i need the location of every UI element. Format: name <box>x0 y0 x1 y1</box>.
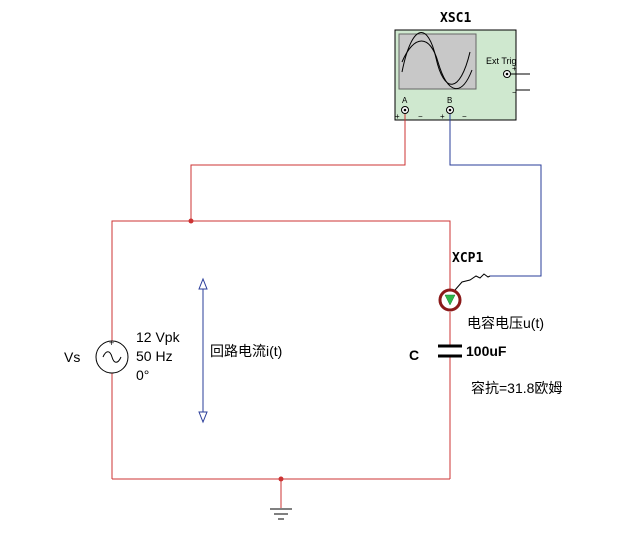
capacitor-reactance: 容抗=31.8欧姆 <box>471 380 562 396</box>
source-frequency: 50 Hz <box>136 348 173 364</box>
ext-trig-plus: + <box>512 64 517 73</box>
ac-source-vs[interactable]: + − Vs 12 Vpk 50 Hz 0° <box>64 329 181 383</box>
channel-b-label: B <box>447 96 452 105</box>
source-plus: + <box>109 338 114 348</box>
wire-scope-a[interactable] <box>190 114 406 221</box>
waveform-trace-2 <box>401 40 473 90</box>
wire-scope-b[interactable] <box>449 114 542 277</box>
source-name: Vs <box>64 349 80 365</box>
arrow-down-icon <box>198 411 208 424</box>
current-probe-xcp1[interactable]: XCP1 电容电压u(t) <box>438 251 544 331</box>
probe-label: 电容电压u(t) <box>467 315 544 331</box>
waveform-trace-1 <box>401 32 471 85</box>
ext-trig-terminal-dot <box>505 72 509 76</box>
arrow-up-icon <box>198 277 208 290</box>
channel-a-plus: + <box>395 112 400 121</box>
oscilloscope-name: XSC1 <box>440 11 471 26</box>
wire-top-loop[interactable] <box>111 220 451 341</box>
oscilloscope-xsc1[interactable]: XSC1 Ext Trig + − A + − B + − <box>394 11 530 121</box>
channel-a-minus: − <box>418 112 423 121</box>
current-arrow <box>198 277 208 424</box>
channel-a-terminal-dot <box>403 108 407 112</box>
capacitor-value: 100uF <box>466 343 507 359</box>
channel-b-terminal-dot <box>448 108 452 112</box>
junction-bottom <box>278 476 284 482</box>
capacitor-name: C <box>409 347 419 363</box>
channel-b-plus: + <box>440 112 445 121</box>
source-phase: 0° <box>136 367 149 383</box>
ext-trig-minus: − <box>512 88 517 97</box>
ext-trig-label: Ext Trig <box>486 56 517 66</box>
capacitor-c[interactable]: C 100uF 容抗=31.8欧姆 <box>409 343 562 396</box>
channel-a-label: A <box>402 96 408 105</box>
junction-top <box>188 218 194 224</box>
current-label: 回路电流i(t) <box>210 343 282 359</box>
probe-arrow-icon <box>444 294 456 306</box>
source-minus: − <box>109 368 114 378</box>
channel-b-minus: − <box>462 112 467 121</box>
red-wires[interactable] <box>111 114 451 508</box>
ground-icon <box>270 508 292 520</box>
probe-name: XCP1 <box>452 251 483 266</box>
probe-lead <box>454 273 491 291</box>
source-amplitude: 12 Vpk <box>136 329 181 345</box>
sine-wave-icon <box>102 351 122 363</box>
